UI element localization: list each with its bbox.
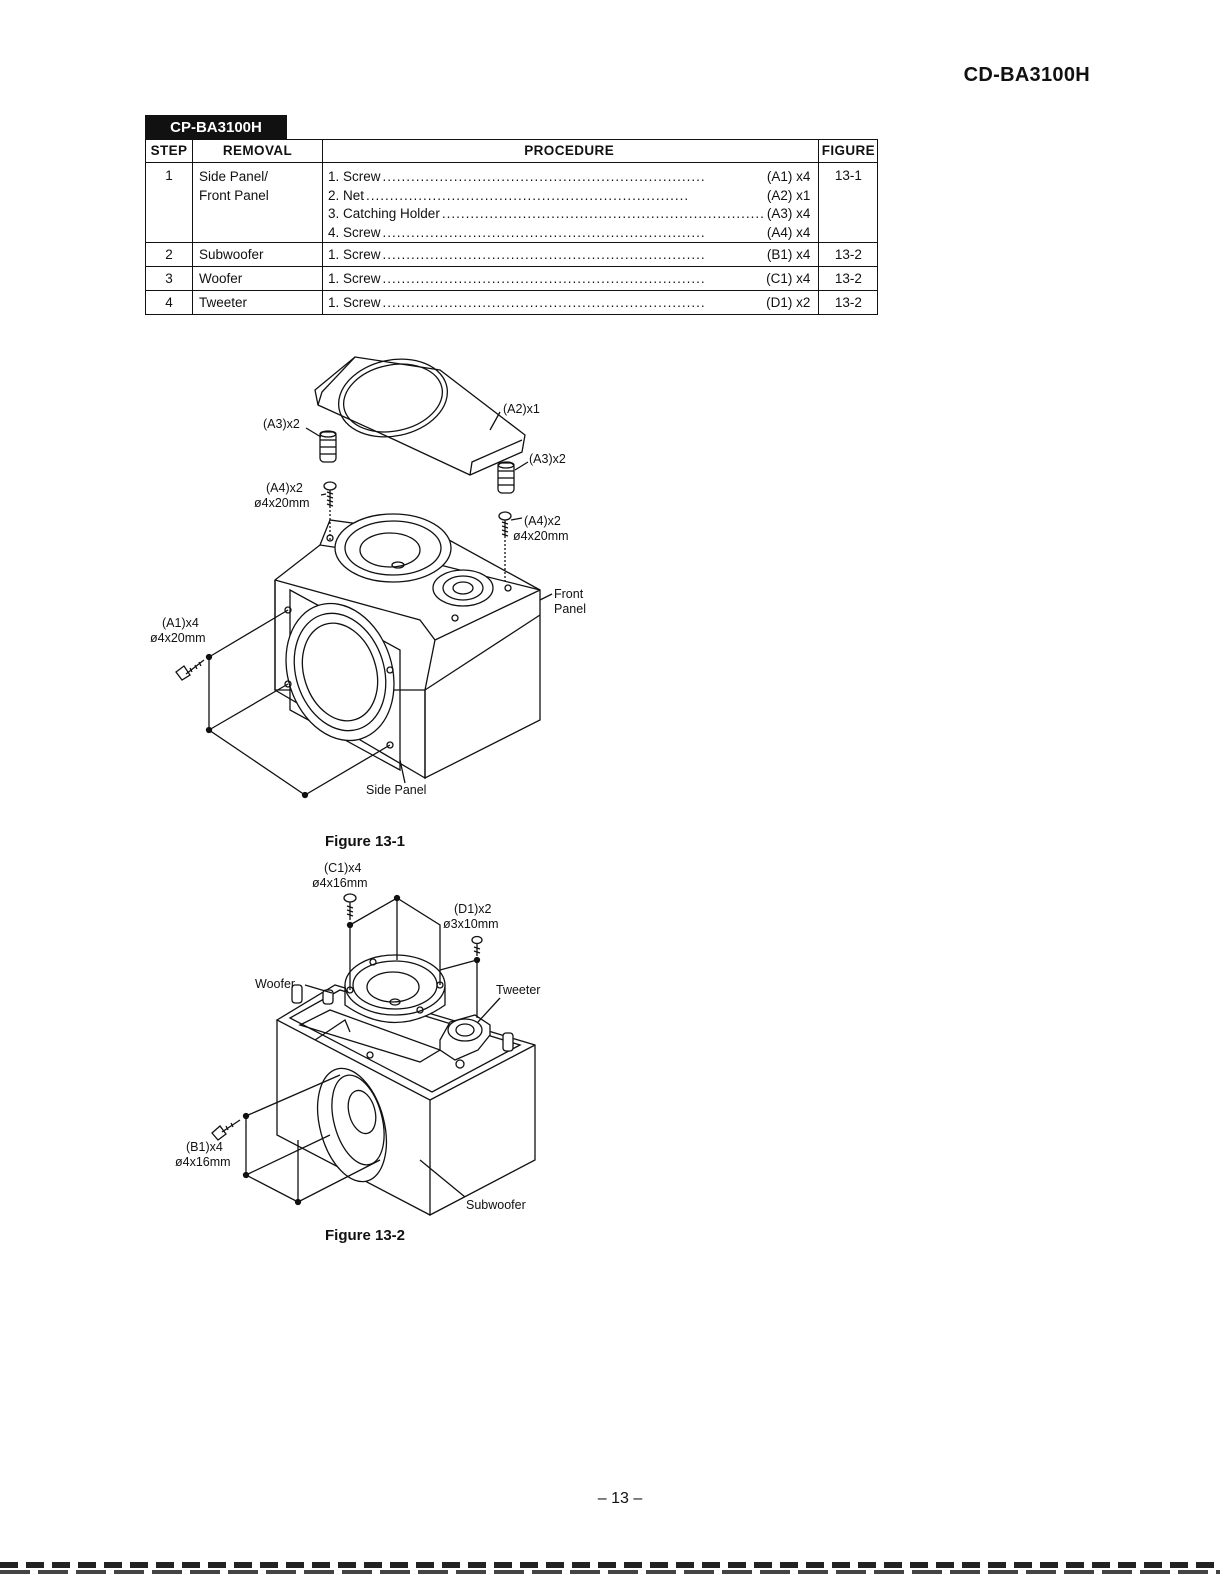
procedure-line: 3. Catching Holder(A3) x4 (328, 205, 810, 224)
header-procedure: PROCEDURE (321, 139, 820, 163)
label-front-panel: Front (554, 587, 584, 601)
procedure-line: 1. Screw(B1) x4 (328, 243, 810, 266)
figure-13-2-drawing (211, 893, 536, 1217)
procedure-line: 4. Screw(A4) x4 (328, 224, 810, 243)
header-figure: FIGURE (818, 139, 879, 163)
subwoofer (316, 1067, 388, 1183)
procedure-cell: 1. Screw(B1) x4 (321, 242, 820, 268)
header-step: STEP (145, 139, 193, 163)
label-a3-left: (A3)x2 (263, 417, 300, 431)
step-cell: 2 (145, 242, 193, 268)
screw-b1 (211, 1074, 381, 1206)
label-d1: (D1)x2 (454, 902, 492, 916)
bottom-border-2 (0, 1570, 1220, 1574)
label-front-panel-2: Panel (554, 602, 586, 616)
section-tag: CP-BA3100H (145, 115, 287, 140)
table-row: 4 Tweeter 1. Screw(D1) x2 13-2 (145, 290, 879, 316)
label-subwoofer: Subwoofer (466, 1198, 526, 1212)
removal-text: Side Panel/ (199, 169, 269, 184)
screw-d1 (439, 935, 483, 1018)
label-b1-size: ø4x16mm (175, 1155, 231, 1169)
label-a4-right: (A4)x2 (524, 514, 561, 528)
label-a1: (A1)x4 (162, 616, 199, 630)
tweeter (439, 1014, 491, 1061)
label-c1: (C1)x4 (324, 861, 362, 875)
label-a4-right-size: ø4x20mm (513, 529, 569, 543)
label-side-panel: Side Panel (366, 783, 427, 797)
label-a3-right: (A3)x2 (529, 452, 566, 466)
procedure-line: 1. Screw(A1) x4 (328, 168, 810, 187)
step-cell: 3 (145, 266, 193, 292)
screw-a1 (175, 609, 391, 799)
catching-holder-right (497, 461, 515, 494)
screw-c1 (343, 893, 441, 990)
label-a2: (A2)x1 (503, 402, 540, 416)
figure-13-1-drawing (175, 356, 553, 799)
procedure-cell: 1. Screw(A1) x4 2. Net(A2) x1 3. Catchin… (321, 161, 820, 244)
speaker-cabinet (274, 513, 541, 780)
removal-text: Front Panel (199, 187, 269, 203)
woofer (344, 954, 446, 1024)
figure-cell: 13-2 (818, 242, 879, 268)
label-d1-size: ø3x10mm (443, 917, 499, 931)
removal-cell: Woofer (192, 266, 323, 292)
catching-holder-left (319, 430, 337, 463)
procedure-line: 1. Screw(C1) x4 (328, 267, 810, 290)
label-c1-size: ø4x16mm (312, 876, 368, 890)
bottom-border (0, 1562, 1220, 1568)
step-cell: 1 (145, 161, 193, 244)
figure-13-1-caption: Figure 13-1 (325, 833, 406, 850)
label-a4-left-size: ø4x20mm (254, 496, 310, 510)
header-removal: REMOVAL (192, 139, 323, 163)
net-panel (314, 356, 526, 476)
label-a1-size: ø4x20mm (150, 631, 206, 645)
step-cell: 4 (145, 290, 193, 316)
table-header-row: STEP REMOVAL PROCEDURE FIGURE (145, 139, 879, 163)
removal-cell: Subwoofer (192, 242, 323, 268)
disassembly-table: STEP REMOVAL PROCEDURE FIGURE 1 Side Pan… (145, 139, 879, 316)
figure-13-2-caption: Figure 13-2 (325, 1227, 406, 1244)
label-tweeter: Tweeter (496, 983, 541, 997)
figure-cell: 13-2 (818, 290, 879, 316)
procedure-line: 2. Net(A2) x1 (328, 187, 810, 206)
figure-cell: 13-2 (818, 266, 879, 292)
label-a4-left: (A4)x2 (266, 481, 303, 495)
page-number: – 13 – (597, 1490, 643, 1507)
procedure-cell: 1. Screw(C1) x4 (321, 266, 820, 292)
procedure-cell: 1. Screw(D1) x2 (321, 290, 820, 316)
model-header: CD-BA3100H (963, 64, 1090, 86)
screw-a4-right (498, 511, 512, 585)
table-row: 3 Woofer 1. Screw(C1) x4 13-2 (145, 266, 879, 292)
table-row: 1 Side Panel/ Front Panel 1. Screw(A1) x… (145, 161, 879, 244)
label-woofer: Woofer (255, 977, 296, 991)
procedure-line: 1. Screw(D1) x2 (328, 291, 810, 314)
removal-cell: Side Panel/ Front Panel (192, 161, 323, 244)
label-b1: (B1)x4 (186, 1140, 223, 1154)
figure-cell: 13-1 (818, 161, 879, 244)
table-row: 2 Subwoofer 1. Screw(B1) x4 13-2 (145, 242, 879, 268)
removal-cell: Tweeter (192, 290, 323, 316)
